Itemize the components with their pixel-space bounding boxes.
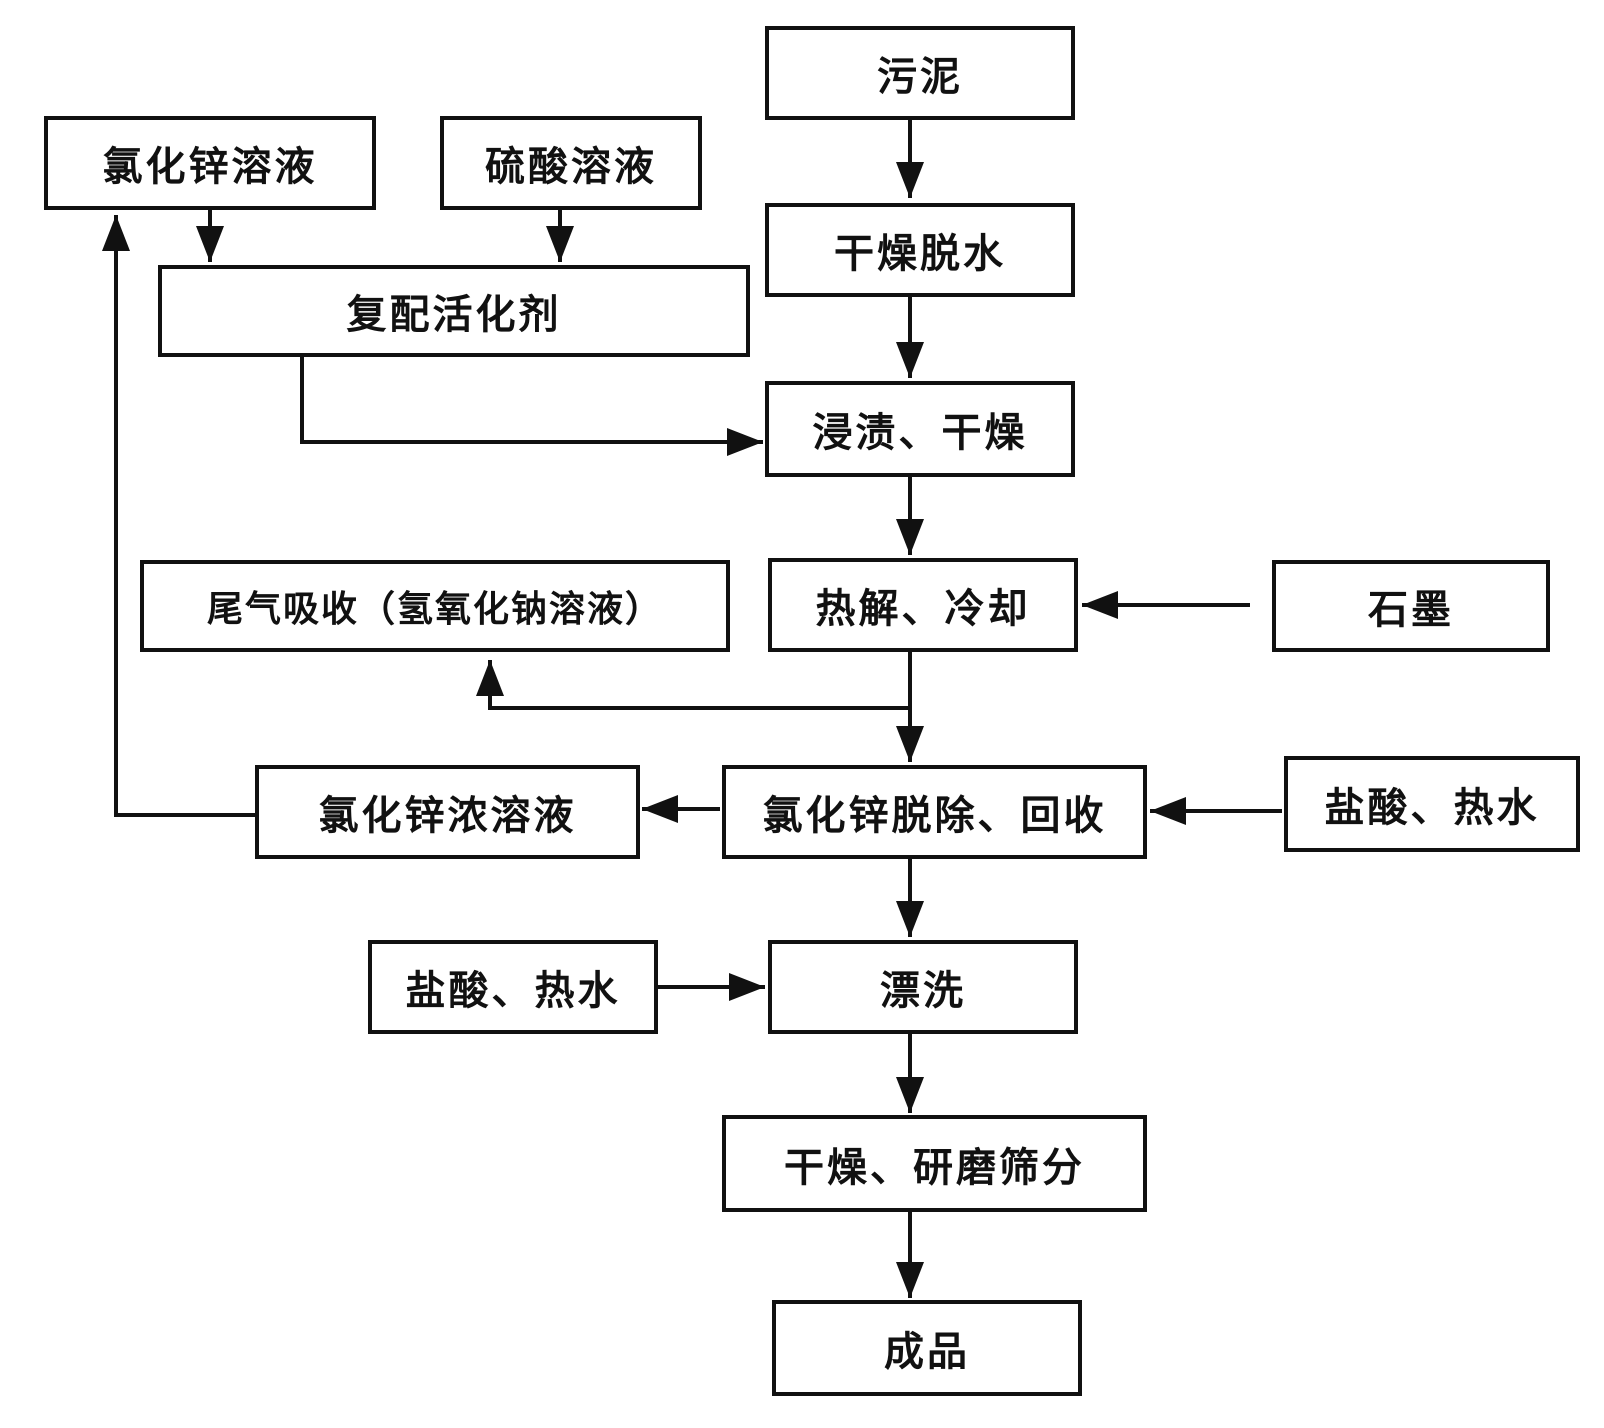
node-zncl2-solution: 氯化锌溶液 <box>44 116 376 210</box>
node-dry-grind-sieve: 干燥、研磨筛分 <box>722 1115 1147 1212</box>
node-graphite: 石墨 <box>1272 560 1550 652</box>
arrow-pyrolysis-to-tailgas <box>476 660 910 710</box>
node-pyrolysis-cool: 热解、冷却 <box>768 558 1078 652</box>
node-tail-gas: 尾气吸收（氢氧化钠溶液） <box>140 560 730 652</box>
node-hcl-hot-water-right: 盐酸、热水 <box>1284 756 1580 852</box>
node-rinse: 漂洗 <box>768 940 1078 1034</box>
node-dry-dewater: 干燥脱水 <box>765 203 1075 297</box>
node-zncl2-conc: 氯化锌浓溶液 <box>255 765 640 859</box>
node-hcl-hot-water-left: 盐酸、热水 <box>368 940 658 1034</box>
node-compound-activator: 复配活化剂 <box>158 265 750 357</box>
node-zncl2-removal: 氯化锌脱除、回收 <box>722 765 1147 859</box>
node-h2so4-solution: 硫酸溶液 <box>440 116 702 210</box>
node-sludge: 污泥 <box>765 26 1075 120</box>
node-impregnate-dry: 浸渍、干燥 <box>765 381 1075 477</box>
arrow-zncl2-conc-to-zncl2 <box>102 215 255 817</box>
arrow-activator-to-impregnate <box>300 355 763 456</box>
node-product: 成品 <box>772 1300 1082 1396</box>
